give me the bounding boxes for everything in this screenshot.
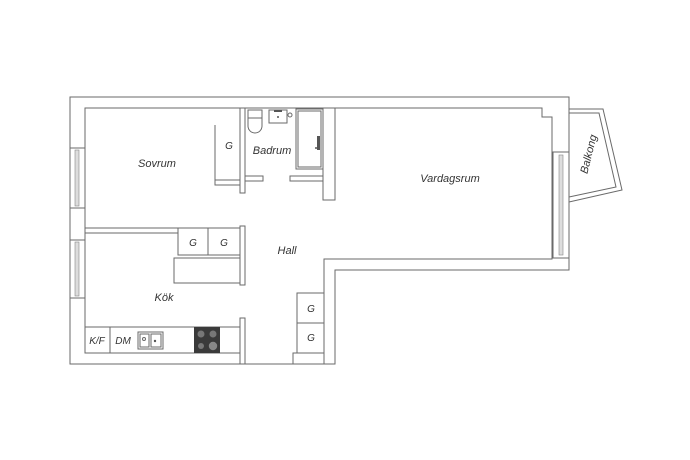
bathtub-icon bbox=[295, 108, 324, 170]
balcony-outline bbox=[568, 108, 623, 203]
wall-closet-stub bbox=[214, 179, 241, 186]
wall-bath-vardagsrum bbox=[322, 107, 336, 201]
closet-hall-2 bbox=[296, 322, 325, 354]
wall-bath-left bbox=[239, 107, 246, 194]
closet-kitchen-1 bbox=[177, 227, 209, 256]
wall-sovrum-kok bbox=[84, 227, 179, 234]
stove-icon bbox=[194, 327, 220, 353]
fridge-freezer-label: K/F bbox=[89, 336, 105, 347]
wall-bath-bottom-left bbox=[244, 175, 264, 182]
room-label-vardagsrum: Vardagsrum bbox=[420, 173, 480, 185]
room-label-sovrum: Sovrum bbox=[138, 158, 176, 170]
dishwasher-label: DM bbox=[115, 336, 131, 347]
closet-label-hall-2: G bbox=[307, 333, 315, 344]
door-jamb-right bbox=[292, 352, 325, 365]
window-vardagsrum bbox=[552, 151, 570, 259]
closet-label-kitchen-2: G bbox=[220, 238, 228, 249]
wall-hall-kok bbox=[239, 225, 246, 286]
closet-hall-1 bbox=[296, 292, 325, 324]
room-label-kok: Kök bbox=[155, 292, 174, 304]
wall-kok-stub bbox=[239, 317, 246, 365]
closet-label-kitchen-1: G bbox=[189, 238, 197, 249]
toilet-icon bbox=[247, 109, 263, 134]
room-label-hall: Hall bbox=[278, 245, 298, 257]
closet-kitchen-2 bbox=[207, 227, 241, 256]
wall-bath-bottom-right bbox=[289, 175, 324, 182]
bath-sink-icon bbox=[268, 109, 293, 124]
room-label-badrum: Badrum bbox=[253, 145, 292, 157]
kitchen-shelf bbox=[173, 257, 241, 284]
window-sovrum bbox=[69, 147, 86, 209]
window-kok bbox=[69, 239, 86, 299]
closet-label-sovrum: G bbox=[225, 141, 233, 152]
closet-label-hall-1: G bbox=[307, 304, 315, 315]
sink-icon bbox=[137, 331, 164, 350]
